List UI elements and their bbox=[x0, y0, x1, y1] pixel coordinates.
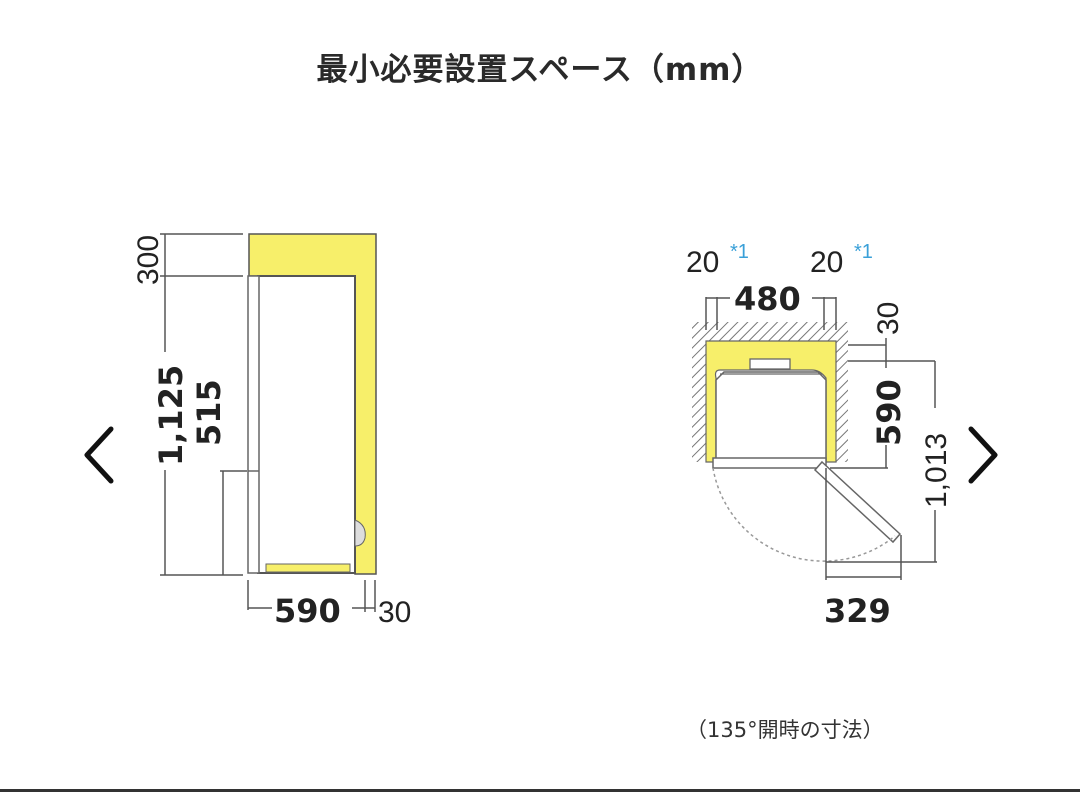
dim-back-clearance-top: 30 bbox=[872, 302, 905, 335]
note-mark-left: *1 bbox=[730, 241, 749, 263]
page-title: 最小必要設置スペース（mm） bbox=[316, 52, 764, 88]
open-door bbox=[813, 460, 902, 544]
fridge-door-side bbox=[247, 275, 260, 574]
dim-width: 480 bbox=[734, 280, 801, 318]
next-slide-button[interactable] bbox=[958, 420, 1008, 490]
chevron-right-icon bbox=[968, 426, 998, 484]
side-view: 300 1,125 515 590 30 bbox=[132, 233, 411, 630]
fridge-body-top bbox=[715, 371, 827, 463]
note-mark-right: *1 bbox=[854, 241, 873, 263]
door-angle-note: （135°開時の寸法） bbox=[686, 718, 884, 742]
dim-door-height: 515 bbox=[190, 379, 228, 446]
dim-back-clearance-side: 30 bbox=[378, 596, 411, 629]
bottom-border bbox=[0, 789, 1080, 792]
prev-slide-button[interactable] bbox=[74, 420, 124, 490]
door-swing-arc bbox=[712, 467, 896, 562]
dim-right-side-clearance: 20 bbox=[810, 246, 843, 279]
dim-door-swing: 329 bbox=[824, 592, 891, 630]
dim-depth-with-door: 1,013 bbox=[920, 433, 953, 508]
chevron-left-icon bbox=[84, 426, 114, 484]
dim-left-side-clearance: 20 bbox=[686, 246, 719, 279]
dim-depth-top: 590 bbox=[870, 379, 908, 446]
dim-depth-side: 590 bbox=[274, 592, 341, 630]
wall-hatching bbox=[692, 322, 848, 462]
fridge-body-side bbox=[257, 275, 356, 574]
top-view: 20 *1 20 *1 480 30 590 1,013 329 bbox=[686, 241, 953, 630]
dim-top-clearance: 300 bbox=[132, 235, 165, 285]
dim-total-height: 1,125 bbox=[152, 365, 190, 466]
